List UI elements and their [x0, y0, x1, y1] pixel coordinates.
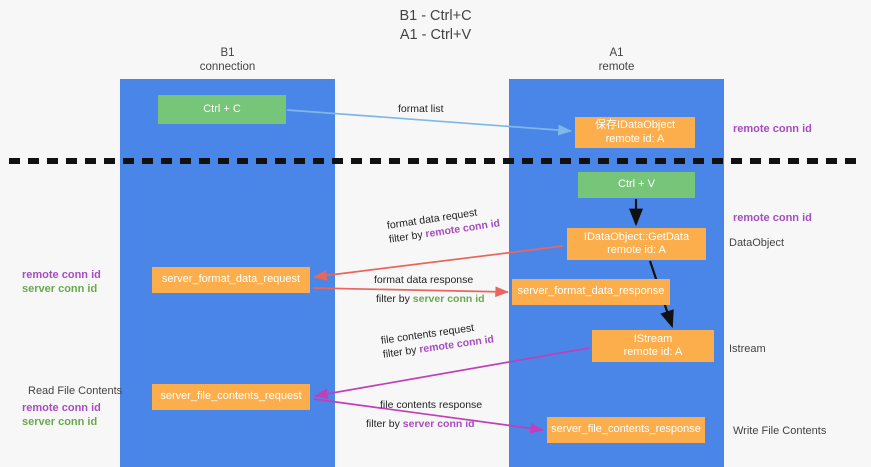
node-server-format-data-response-label: server_format_data_response — [517, 285, 665, 298]
node-server-file-contents-response[interactable]: server_file_contents_response — [547, 417, 705, 443]
annotation-right-remote-conn-top-text: remote conn id — [733, 123, 812, 135]
edge-label-format-data-response: format data response filter by server co… — [374, 273, 485, 306]
annotation-right-write-file-contents-text: Write File Contents — [733, 425, 827, 437]
edge-label-file-contents-response: file contents response filter by server … — [366, 398, 483, 431]
node-ctrl-v[interactable]: Ctrl + V — [578, 172, 695, 198]
edge-label-file-contents-response-line1: file contents response — [380, 399, 483, 411]
annotation-right-istream-text: Istream — [729, 343, 766, 355]
node-istream[interactable]: IStream remote id: A — [592, 330, 714, 362]
swimlane-header-b1: B1 connection — [120, 46, 335, 74]
page-title: B1 - Ctrl+C A1 - Ctrl+V — [0, 7, 871, 45]
annotation-left-server-conn-2: server conn id — [22, 416, 98, 428]
arrow-file-contents-request — [314, 347, 590, 400]
node-ctrl-c-label: Ctrl + C — [203, 102, 241, 115]
node-server-format-data-request[interactable]: server_format_data_request — [152, 267, 310, 293]
annotation-left-remote-conn-2: remote conn id — [22, 402, 101, 414]
node-save-idataobject[interactable]: 保存IDataObject remote id: A — [575, 117, 695, 148]
node-getdata-line1: IDataObject::GetData — [583, 230, 690, 243]
node-server-file-contents-request-label: server_file_contents_request — [160, 390, 302, 403]
annotation-left-remote-conn-1: remote conn id — [22, 269, 101, 281]
arrow-format-data-request — [313, 245, 564, 281]
title-line-1: B1 - Ctrl+C — [399, 8, 472, 24]
filter-key-server-conn-id: server conn id — [402, 418, 475, 430]
node-save-idataobject-line2: remote id: A — [605, 132, 665, 145]
annotation-left-read-file-contents-text: Read File Contents — [28, 385, 123, 397]
swimlane-a1-sub: remote — [598, 61, 635, 73]
node-server-format-data-response[interactable]: server_format_data_response — [512, 279, 670, 305]
annotation-right-remote-conn-mid-text: remote conn id — [733, 212, 812, 224]
annotation-right-istream: Istream — [729, 342, 766, 356]
node-save-idataobject-line1: 保存IDataObject — [594, 119, 676, 131]
annotation-right-remote-conn-mid: remote conn id — [733, 211, 812, 225]
edge-label-format-data-response-line1: format data response — [374, 274, 474, 286]
annotation-left-conn-ids-bottom: remote conn id server conn id — [22, 401, 101, 429]
node-server-file-contents-request[interactable]: server_file_contents_request — [152, 384, 310, 410]
node-ctrl-c[interactable]: Ctrl + C — [158, 95, 286, 124]
filter-prefix: filter by — [376, 293, 413, 305]
swimlane-a1-name: A1 — [609, 47, 624, 59]
edge-label-format-list-text: format list — [398, 103, 444, 115]
annotation-right-dataobject-text: DataObject — [729, 237, 785, 249]
annotation-right-dataobject: DataObject — [729, 236, 784, 250]
filter-key-server-conn-id: server conn id — [412, 293, 485, 305]
node-istream-line2: remote id: A — [623, 346, 683, 358]
annotation-left-read-file-contents: Read File Contents — [28, 384, 122, 398]
swimlane-b1-name: B1 — [220, 47, 235, 59]
edge-label-format-list: format list — [398, 102, 444, 116]
edge-label-file-contents-response-line2: filter by server conn id — [366, 417, 482, 431]
node-idataobject-getdata[interactable]: IDataObject::GetData remote id: A — [567, 228, 706, 260]
annotation-left-conn-ids-top: remote conn id server conn id — [22, 268, 101, 296]
arrow-format-list — [286, 109, 572, 136]
title-line-2: A1 - Ctrl+V — [399, 27, 472, 43]
swimlane-b1-sub: connection — [199, 61, 256, 73]
node-server-file-contents-response-label: server_file_contents_response — [551, 423, 701, 436]
annotation-right-remote-conn-top: remote conn id — [733, 122, 812, 136]
node-istream-line1: IStream — [633, 332, 673, 345]
arrow-file-contents-response — [313, 398, 544, 434]
swimlane-header-a1: A1 remote — [509, 46, 724, 74]
edge-label-format-data-response-line2: filter by server conn id — [376, 292, 485, 306]
phase-divider-dashed-line — [9, 158, 862, 164]
arrow-format-data-response — [312, 286, 509, 298]
filter-prefix: filter by — [366, 418, 403, 430]
node-ctrl-v-label: Ctrl + V — [618, 178, 655, 191]
node-server-format-data-request-label: server_format_data_request — [161, 273, 301, 286]
node-getdata-line2: remote id: A — [607, 244, 666, 256]
annotation-left-server-conn-1: server conn id — [22, 283, 98, 295]
annotation-right-write-file-contents: Write File Contents — [733, 424, 826, 438]
